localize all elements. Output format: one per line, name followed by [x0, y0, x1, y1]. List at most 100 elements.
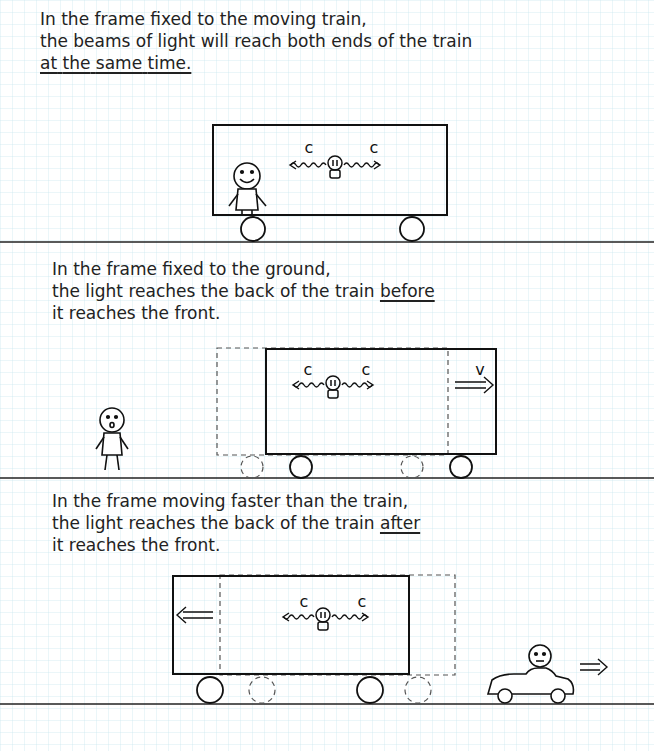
caption-space [358, 491, 363, 511]
velocity-arrow [455, 382, 486, 388]
caption-word: the [302, 281, 330, 301]
light-wave-arrow [284, 615, 314, 619]
velocity-arrow [580, 659, 607, 675]
caption-word: front. [174, 303, 220, 323]
ground-line [0, 242, 654, 704]
lamp [316, 608, 330, 630]
caption-word: the [302, 513, 330, 533]
racing-car [551, 689, 565, 703]
caption-space [394, 31, 399, 51]
speed-of-light-label: c [305, 139, 314, 157]
standing-person [102, 433, 122, 455]
standing-person [110, 423, 114, 428]
train-car: cc [212, 124, 448, 216]
earlier-train-outline [241, 456, 263, 478]
lamp [321, 612, 325, 618]
light-wave-arrow [332, 615, 367, 619]
train-wheel [241, 217, 265, 241]
caption-space [136, 303, 141, 323]
caption-space [248, 9, 253, 29]
sitting-person [229, 163, 266, 216]
caption-word: frame [107, 259, 157, 279]
velocity-arrow [177, 607, 213, 623]
caption-space [316, 9, 321, 29]
caption-word: at [40, 53, 57, 73]
sitting-person [229, 194, 238, 206]
caption-space [204, 259, 209, 279]
caption-word: train [335, 281, 375, 301]
speed-of-light-label: c [362, 361, 371, 379]
caption-space [57, 53, 62, 73]
light-wave-arrow [362, 613, 368, 621]
caption-space [169, 303, 174, 323]
caption-word: the [52, 281, 80, 301]
ground-line [0, 241, 654, 243]
standing-person [105, 455, 107, 470]
caption-word: the [73, 259, 101, 279]
caption-space [89, 9, 94, 29]
caption-word: the [141, 303, 169, 323]
light-wave-arrow [293, 381, 299, 389]
ground-line [0, 477, 654, 479]
train-wheel [197, 677, 383, 703]
caption-word: train, [322, 9, 367, 29]
light-wave-arrow [344, 163, 379, 167]
caption-word: will [201, 31, 229, 51]
earlier-train-outline [401, 456, 423, 478]
standing-person [115, 416, 118, 419]
light-wave-arrow [290, 161, 296, 169]
racing-car [498, 689, 512, 703]
earlier-train-outline [217, 348, 448, 478]
lamp [328, 156, 342, 170]
train-car: ccv [265, 348, 497, 455]
sitting-person [251, 171, 254, 174]
caption-space [142, 53, 147, 73]
caption-word: train, [363, 491, 408, 511]
speed-of-light-label: c [304, 361, 313, 379]
caption-word: light [85, 513, 123, 533]
caption-word: reaches [128, 281, 195, 301]
earlier-train-outline [217, 348, 448, 455]
caption-space [427, 31, 432, 51]
light-wave-arrow [290, 161, 380, 169]
caption-space [226, 259, 231, 279]
racing-car [543, 653, 546, 656]
caption-space [274, 281, 279, 301]
caption-space [90, 53, 95, 73]
caption-word: frame [107, 491, 157, 511]
standing-person [100, 408, 124, 432]
caption-word: the [63, 53, 91, 73]
caption-space [229, 281, 234, 301]
caption-space [296, 281, 301, 301]
caption-space [195, 513, 200, 533]
caption-space [195, 281, 200, 301]
caption-note: In the frame fixed to the moving train, … [40, 8, 472, 74]
light-wave-arrow [293, 381, 373, 389]
caption-word: of [136, 31, 152, 51]
train-wheel [357, 677, 383, 703]
caption-word: of [280, 281, 296, 301]
caption-word: the [141, 535, 169, 555]
caption-word: reach [234, 31, 282, 51]
speed-of-light-label: c [300, 593, 309, 611]
lamp [326, 376, 340, 390]
caption-word: after [380, 513, 420, 533]
caption-space [56, 9, 61, 29]
caption-word: both [287, 31, 326, 51]
lamp [333, 160, 337, 166]
velocity-label: v [475, 361, 484, 379]
caption-word: than [286, 491, 325, 511]
caption-word: moving [162, 491, 225, 511]
caption-space [136, 535, 141, 555]
caption-space [330, 513, 335, 533]
standing-person [96, 408, 128, 470]
caption-word: the [232, 259, 260, 279]
standing-person [96, 437, 104, 449]
standing-person [117, 455, 119, 470]
train-wheel [450, 456, 472, 478]
caption-space [130, 31, 135, 51]
caption-word: the [201, 513, 229, 533]
